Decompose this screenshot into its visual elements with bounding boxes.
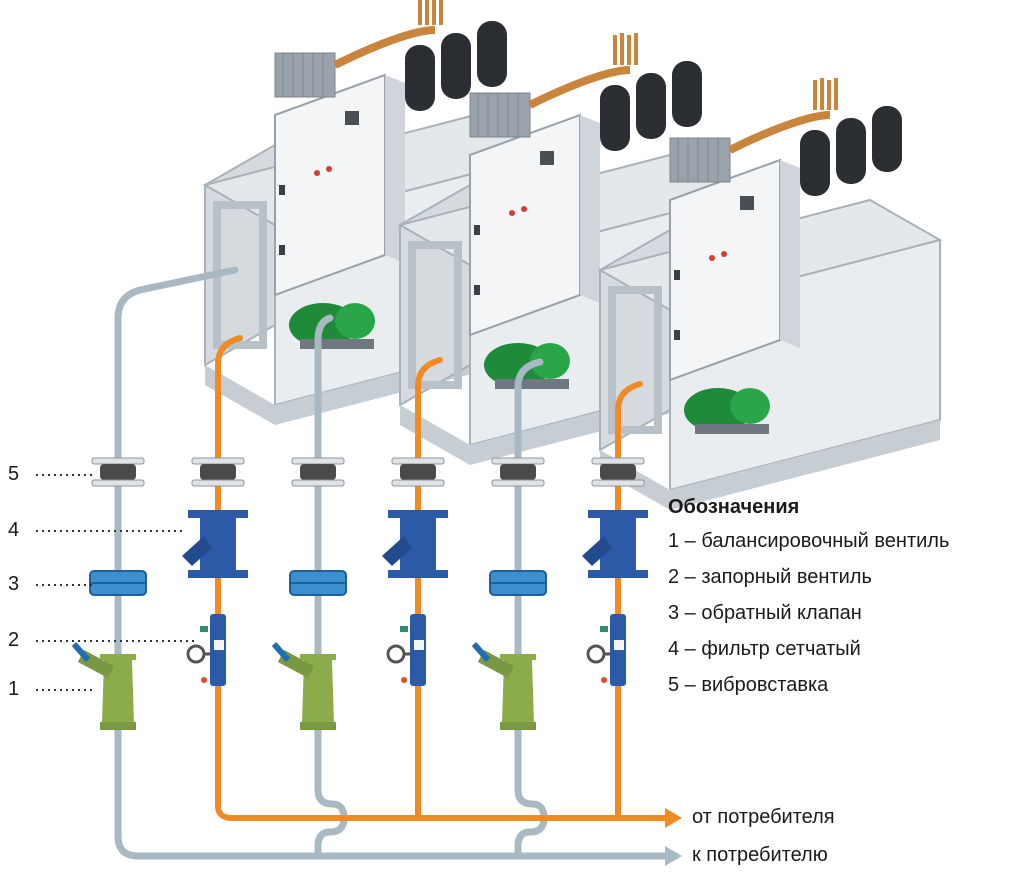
callout-2: 2 xyxy=(8,629,20,651)
legend-item-3: 3 – обратный клапан xyxy=(668,602,862,624)
check-valves xyxy=(89,570,547,596)
strainers xyxy=(182,510,648,578)
chiller-module-3 xyxy=(600,78,940,510)
shutoff-valves xyxy=(186,612,628,688)
legend: Обозначения 1 – балансировочный вентиль … xyxy=(668,496,949,703)
vibration-inserts xyxy=(91,457,645,487)
balancing-valves xyxy=(74,644,536,730)
callout-1: 1 xyxy=(8,678,20,700)
legend-item-1: 1 – балансировочный вентиль xyxy=(668,530,950,552)
legend-title: Обозначения xyxy=(668,496,800,518)
callout-3: 3 xyxy=(8,573,20,595)
legend-item-2: 2 – запорный вентиль xyxy=(668,566,872,588)
callout-leaders xyxy=(36,474,196,691)
return-pipes xyxy=(215,335,668,821)
legend-item-5: 5 – вибровставка xyxy=(668,674,829,696)
legend-item-4: 4 – фильтр сетчатый xyxy=(668,638,861,660)
supply-arrow-icon xyxy=(665,846,682,866)
return-arrow-icon xyxy=(665,808,682,828)
callout-5: 5 xyxy=(8,463,20,485)
callout-4: 4 xyxy=(8,519,20,541)
return-flow-label: от потребителя xyxy=(692,806,835,828)
supply-flow-label: к потребителю xyxy=(692,844,828,866)
